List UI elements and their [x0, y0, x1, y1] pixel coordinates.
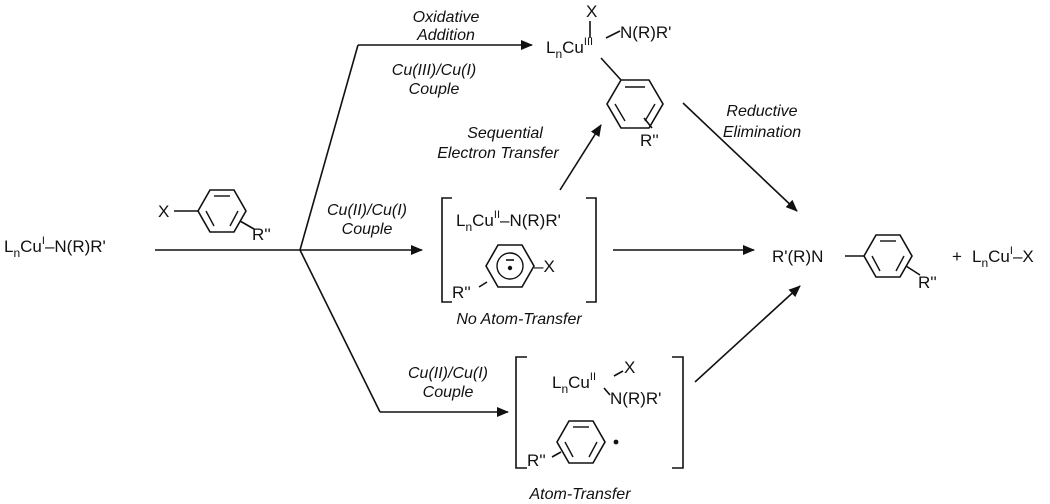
product-arylamine: R'(R)N R''	[772, 234, 937, 292]
no-atom-cu-ii: LnCuII–N(R)R'	[456, 209, 561, 234]
no-atom-substituent: R''	[452, 283, 471, 302]
product-cu-x: LnCuI–X	[972, 245, 1034, 270]
label-oxidative-addition: Oxidative Addition Cu(III)/Cu(I) Couple	[392, 9, 480, 98]
plus-sign: +	[952, 247, 962, 266]
caption-atom-transfer: Atom-Transfer	[528, 486, 631, 503]
branch-bottom-line	[299, 249, 381, 413]
svg-text:Elimination: Elimination	[723, 124, 801, 141]
arrow-reductive-elimination	[682, 102, 798, 212]
atom-substituent: R''	[527, 451, 546, 470]
aryl-halide-substituent: R''	[252, 225, 271, 244]
bracket-right-middle	[586, 197, 597, 303]
aryl-ring	[197, 189, 247, 233]
cu-iii-intermediate: X N(R)R' LnCuIII R''	[546, 2, 671, 150]
svg-text:Couple: Couple	[342, 221, 393, 238]
atom-transfer-intermediate: LnCuII X N(R)R' R'' Atom-Transfer	[515, 356, 684, 503]
cu-iii-x: X	[586, 2, 597, 21]
radical-anion-dot	[507, 265, 513, 271]
arrow-set	[559, 124, 602, 191]
aryl-halide-reagent: X R''	[158, 189, 271, 244]
svg-text:Cu(II)/Cu(I): Cu(II)/Cu(I)	[408, 365, 488, 382]
bracket-left-middle	[441, 197, 452, 303]
bracket-right-bottom	[672, 356, 684, 469]
atom-amide: N(R)R'	[610, 389, 661, 408]
radical-anion-circle	[496, 252, 524, 280]
aryl-radical-ring	[556, 420, 606, 464]
label-bottom-couple: Cu(II)/Cu(I) Couple	[408, 365, 488, 401]
product-substituent: R''	[918, 273, 937, 292]
start-complex: LnCuI–N(R)R'	[4, 235, 106, 260]
svg-text:Reductive: Reductive	[726, 103, 797, 120]
radical-anion-ring	[485, 244, 535, 288]
aryl-halide-x: X	[158, 202, 169, 221]
cu-iii-substituent: R''	[640, 131, 659, 150]
atom-x: X	[624, 358, 635, 377]
no-atom-transfer-intermediate: LnCuII–N(R)R' R'' –X No Atom-Transfer	[441, 197, 597, 328]
atom-cu-ii: LnCuII	[552, 371, 596, 396]
aryl-radical-dot	[613, 439, 619, 445]
cu-iii-amide: N(R)R'	[620, 23, 671, 42]
caption-no-atom-transfer: No Atom-Transfer	[456, 311, 582, 328]
branch-top-line	[299, 44, 359, 251]
svg-text:Couple: Couple	[423, 384, 474, 401]
product-ring	[863, 234, 913, 278]
svg-text:Cu(III)/Cu(I): Cu(III)/Cu(I)	[392, 62, 476, 79]
product-amine: R'(R)N	[772, 247, 823, 266]
svg-text:Addition: Addition	[416, 27, 475, 44]
label-sequential-electron-transfer: Sequential Electron Transfer	[437, 125, 559, 162]
label-middle-couple: Cu(II)/Cu(I) Couple	[327, 202, 407, 238]
bracket-left-bottom	[515, 356, 527, 469]
cu-iii-aryl-ring	[606, 79, 664, 129]
arrow-bottom-to-product	[694, 285, 801, 383]
svg-text:Electron Transfer: Electron Transfer	[437, 145, 559, 162]
svg-text:Couple: Couple	[409, 81, 460, 98]
svg-text:Cu(II)/Cu(I): Cu(II)/Cu(I)	[327, 202, 407, 219]
no-atom-x: –X	[534, 257, 555, 276]
svg-text:Sequential: Sequential	[467, 125, 543, 142]
svg-text:Oxidative: Oxidative	[413, 9, 480, 26]
label-reductive-elimination: Reductive Elimination	[723, 103, 801, 141]
cu-iii-center: LnCuIII	[546, 36, 593, 61]
